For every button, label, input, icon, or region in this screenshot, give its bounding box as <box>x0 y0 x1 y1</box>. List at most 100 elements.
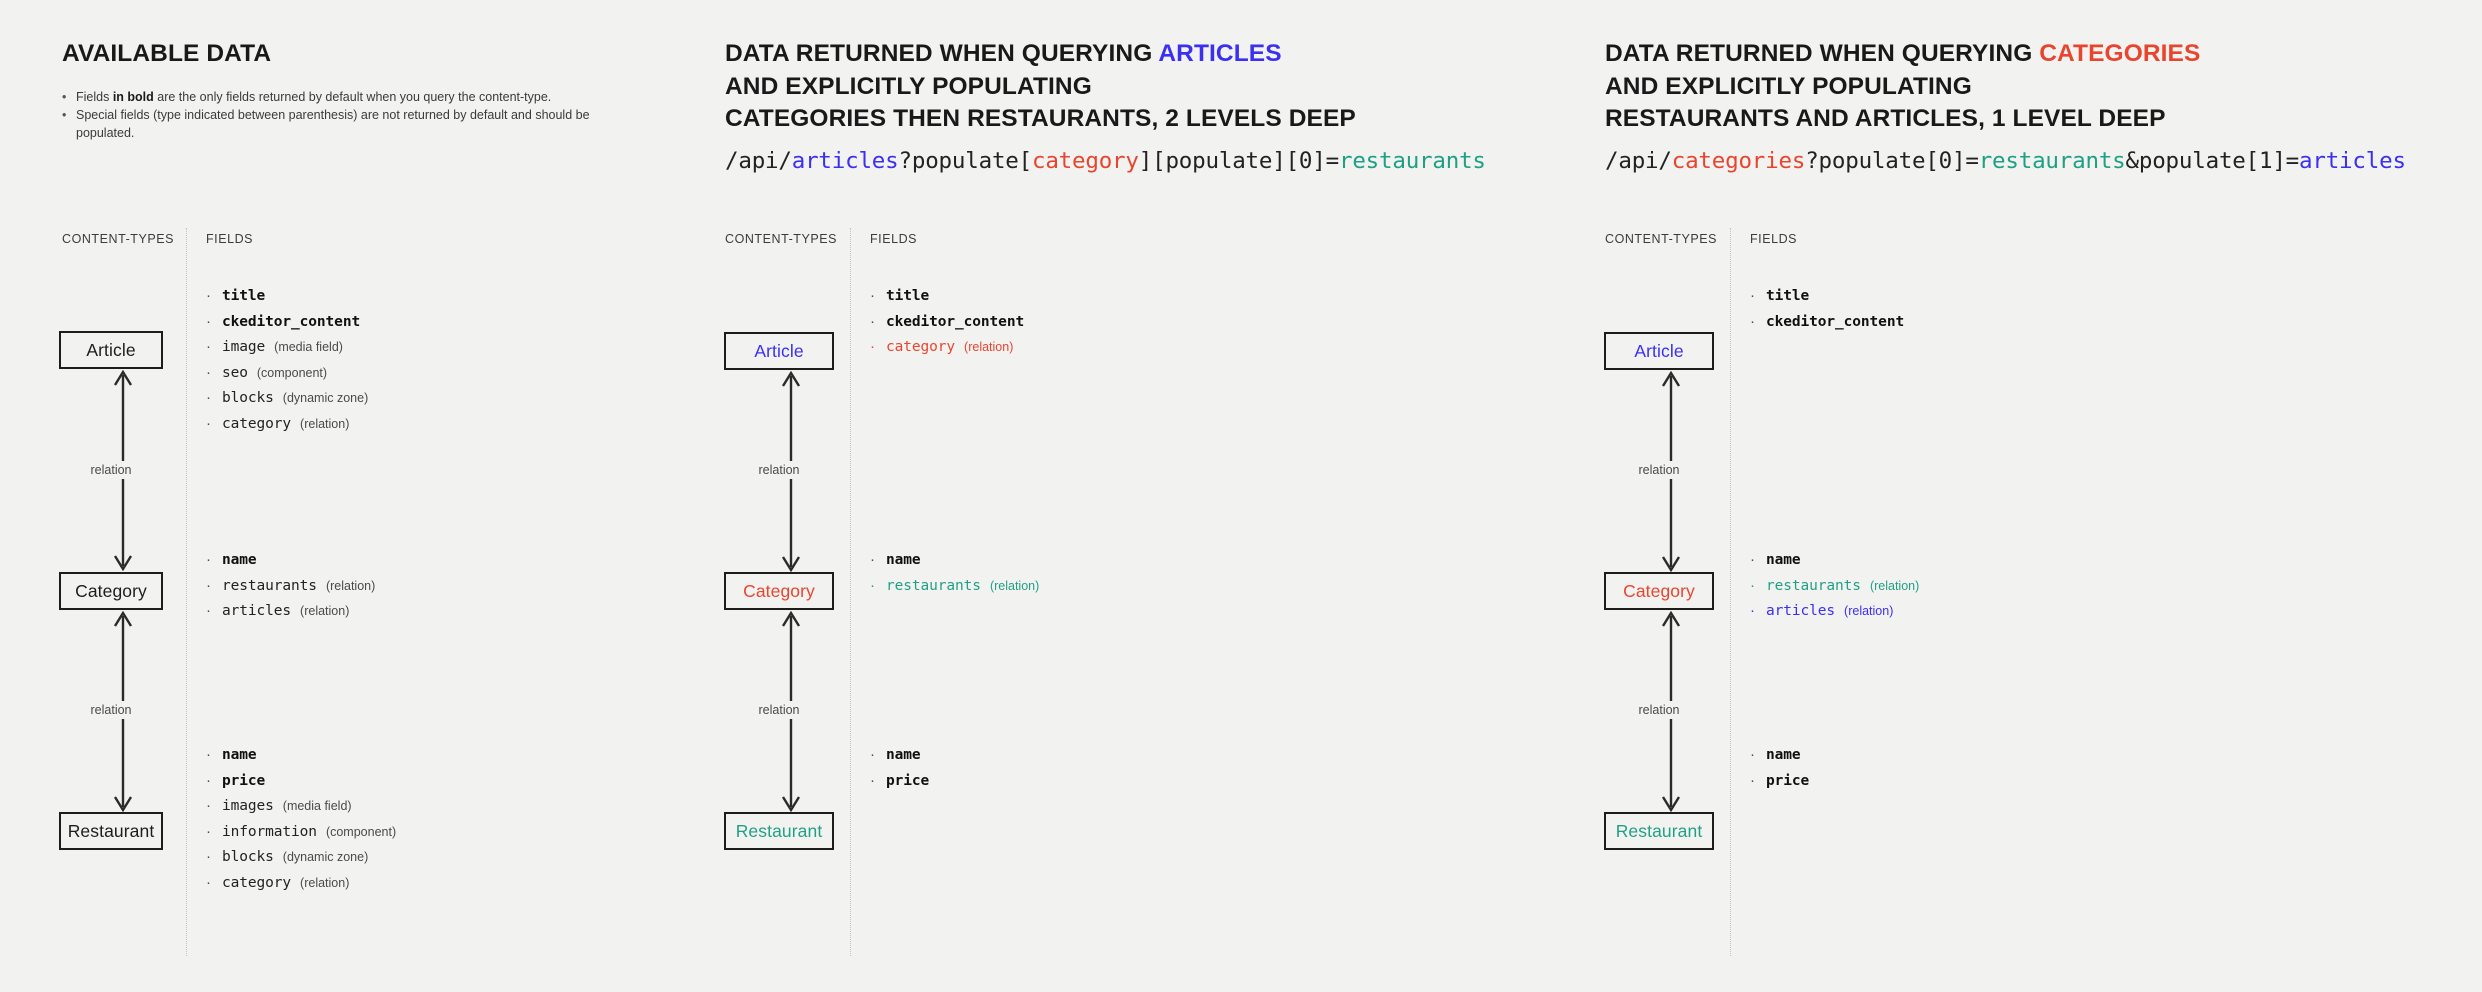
entity-label: Article <box>754 340 804 361</box>
field-row: ·restaurants(relation) <box>1750 578 1919 604</box>
bullet-dot-icon: · <box>870 287 875 304</box>
field-row: ·title <box>206 288 368 314</box>
field-row: · ckeditor_content <box>870 314 1024 340</box>
entity-node-article[interactable]: Article <box>724 332 834 370</box>
relation-label: relation <box>1633 701 1685 719</box>
field-row: · articles (relation) <box>1750 603 1919 629</box>
field-row: ·images(media field) <box>206 798 396 824</box>
field-name: name <box>886 552 921 568</box>
list-item: • Special fields (type indicated between… <box>62 106 622 142</box>
entity-label: Restaurant <box>1615 820 1703 841</box>
field-row: ·name <box>870 747 929 773</box>
field-type: (relation) <box>989 578 1040 593</box>
entity-node-restaurant[interactable]: Restaurant <box>724 812 834 850</box>
entity-node-category[interactable]: Category <box>1604 572 1714 610</box>
api-url-segment: ][populate][0]= <box>1138 148 1339 174</box>
bullet-dot-icon: · <box>206 287 211 304</box>
field-row: · articles (relation) <box>206 603 375 629</box>
bullet-dot-icon: · <box>206 822 211 840</box>
field-type: (relation) <box>300 875 350 890</box>
field-name: articles <box>1766 603 1836 619</box>
field-row: ·category(relation) <box>206 416 368 442</box>
bullet-dot-icon: · <box>870 746 875 763</box>
field-row: ·name <box>1750 552 1919 578</box>
entity-node-category[interactable]: Category <box>724 572 834 610</box>
bullet-dot-icon: · <box>1750 602 1755 619</box>
fields-group-article: ·title·ckeditor_content <box>1750 288 1904 339</box>
fields-group-category: · name · restaurants (relation) <box>870 552 1039 603</box>
field-name: name <box>1766 747 1801 763</box>
field-type: (media field) <box>274 340 343 354</box>
sublabel-fields: FIELDS <box>206 232 254 246</box>
api-url-segment: ?populate[ <box>898 148 1033 174</box>
bullet-dot-icon: · <box>206 551 211 568</box>
api-url-segment: /api/ <box>1605 148 1672 174</box>
fields-group-restaurant: ·name·price·images(media field)·informat… <box>206 747 396 900</box>
field-type: (relation) <box>325 578 376 593</box>
field-type: (relation) <box>1844 604 1894 618</box>
api-url-segment: &populate[1]= <box>2125 148 2300 174</box>
field-type: (media field) <box>282 799 352 813</box>
entity-node-restaurant[interactable]: Restaurant <box>59 812 163 850</box>
column-heading: DATA RETURNED WHEN QUERYING ARTICLES AND… <box>725 38 1356 136</box>
entity-node-restaurant[interactable]: Restaurant <box>1604 812 1714 850</box>
field-name: category <box>222 874 292 891</box>
fields-group-article: ·title·ckeditor_content·category(relatio… <box>870 288 1024 365</box>
entity-node-category[interactable]: Category <box>59 572 163 610</box>
bullet-dot-icon: · <box>870 576 875 594</box>
note-text: Special fields (type indicated between p… <box>76 108 590 140</box>
field-type: (relation) <box>300 604 350 618</box>
field-name: price <box>222 772 266 789</box>
field-name: restaurants <box>886 577 981 594</box>
bullet-dot-icon: · <box>1750 771 1755 789</box>
field-type: (dynamic zone) <box>282 391 369 405</box>
column-divider <box>1730 228 1731 956</box>
heading-line: DATA RETURNED WHEN QUERYING ARTICLES <box>725 40 1282 67</box>
field-row: ·restaurants(relation) <box>206 578 375 604</box>
bullet-dot-icon: • <box>62 90 67 104</box>
field-row: · name <box>1750 747 1809 773</box>
sublabel-content-types: CONTENT-TYPES <box>725 232 838 246</box>
api-url-segment: articles <box>2299 148 2406 174</box>
field-name: articles <box>222 603 292 619</box>
bullet-dot-icon: · <box>870 551 875 568</box>
field-row: ·image(media field) <box>206 339 368 365</box>
field-row: ·blocks(dynamic zone) <box>206 849 396 875</box>
bullet-dot-icon: · <box>870 771 875 789</box>
field-name: category <box>886 339 956 355</box>
field-row: · blocks (dynamic zone) <box>206 390 368 416</box>
bullet-dot-icon: · <box>870 312 875 330</box>
bullet-dot-icon: · <box>206 602 211 619</box>
field-name: ckeditor_content <box>886 313 1025 330</box>
entity-label: Category <box>75 580 147 601</box>
relation-label: relation <box>85 461 137 479</box>
entity-label: Article <box>86 339 136 360</box>
list-item: • Fields in bold are the only fields ret… <box>62 88 622 106</box>
bullet-dot-icon: · <box>206 873 211 891</box>
entity-node-article[interactable]: Article <box>1604 332 1714 370</box>
heading-highlight: CATEGORIES <box>2039 40 2201 67</box>
field-name: name <box>222 552 257 568</box>
heading-line: DATA RETURNED WHEN QUERYING CATEGORIES <box>1605 40 2201 67</box>
entity-label: Category <box>743 580 815 601</box>
field-name: blocks <box>222 390 274 406</box>
sublabel-content-types: CONTENT-TYPES <box>1605 232 1718 246</box>
heading-line: RESTAURANTS AND ARTICLES, 1 LEVEL DEEP <box>1605 105 2166 132</box>
field-row: ·title <box>870 288 1024 314</box>
field-row: ·price <box>206 773 396 799</box>
field-name: title <box>1766 288 1810 304</box>
sublabel-content-types: CONTENT-TYPES <box>62 232 175 246</box>
sublabel-fields: FIELDS <box>1750 232 1798 246</box>
entity-node-article[interactable]: Article <box>59 331 163 369</box>
bullet-dot-icon: · <box>1750 312 1755 330</box>
column-available-data: AVAILABLE DATA • Fields in bold are the … <box>0 0 740 992</box>
fields-group-restaurant: ·name·price <box>1750 747 1809 798</box>
bullet-dot-icon: · <box>206 389 211 406</box>
bullet-dot-icon: · <box>206 797 211 814</box>
fields-group-restaurant: ·name·price <box>870 747 929 798</box>
bullet-dot-icon: • <box>62 108 67 122</box>
api-url-segment: category <box>1031 148 1139 174</box>
api-url-segment: restaurants <box>1338 148 1486 174</box>
bullet-dot-icon: · <box>1750 746 1755 763</box>
